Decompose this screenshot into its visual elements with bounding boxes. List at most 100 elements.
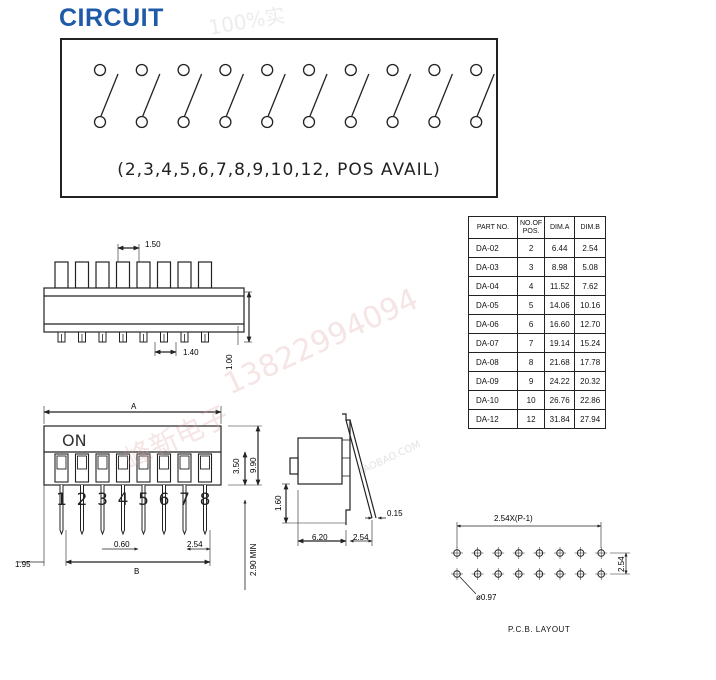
pcb-hole <box>451 568 463 580</box>
on-label: ON <box>62 431 87 450</box>
actuator <box>136 261 151 289</box>
front-pin <box>162 485 166 536</box>
pcb-hole <box>492 547 505 559</box>
switch-number: 7 <box>179 490 190 510</box>
actuator <box>95 261 110 289</box>
table-cell: 6.44 <box>544 238 576 258</box>
table-cell: 27.94 <box>574 409 607 429</box>
table-header-cell: PART NO. <box>468 216 518 239</box>
switch-symbol <box>93 63 119 129</box>
table-cell: 24.22 <box>544 371 576 391</box>
slider-knob <box>77 455 87 470</box>
table-cell: 19.14 <box>544 333 576 353</box>
svg-text:TAOBAO.COM: TAOBAO.COM <box>356 439 423 478</box>
front-pin <box>121 485 125 536</box>
pcb-hole <box>471 568 484 580</box>
table-cell: 6 <box>516 314 546 334</box>
actuator <box>115 261 131 289</box>
front-pin <box>80 485 84 536</box>
dim-1-50-label: 1.50 <box>145 240 161 249</box>
slider-knob <box>159 455 169 470</box>
table-header-cell: DIM.A <box>544 216 576 239</box>
dim-1-40-label: 1.40 <box>183 348 199 357</box>
switch-symbol <box>302 63 328 129</box>
pcb-hole <box>492 568 505 580</box>
pcb-pitch-label: 2.54X(P-1) <box>494 514 533 523</box>
switch-symbol <box>386 63 412 129</box>
table-header-cell: DIM.B <box>574 216 607 239</box>
front-pin <box>100 485 105 536</box>
dim-1-60-label: 1.60 <box>274 495 283 511</box>
switch-number: 5 <box>138 490 149 510</box>
side-dim-2-54-label: 2.54 <box>353 533 369 542</box>
slider-knob <box>200 455 210 470</box>
table-cell: DA-03 <box>468 257 518 277</box>
table-cell: 20.32 <box>574 371 607 391</box>
table-cell: 16.60 <box>544 314 576 334</box>
switch-number: 2 <box>77 490 88 510</box>
table-cell: 2.54 <box>574 238 607 258</box>
slider-knob <box>138 455 149 470</box>
pcb-hole <box>471 547 484 559</box>
table-cell: 4 <box>516 276 546 296</box>
table-cell: 26.76 <box>544 390 576 410</box>
slider-knob <box>97 455 108 470</box>
circuit-switch-symbols <box>93 63 495 129</box>
table-cell: 10.16 <box>574 295 607 315</box>
front-pin <box>141 485 146 536</box>
pcb-hole <box>595 568 608 580</box>
switch-symbol <box>344 63 370 129</box>
circuit-heading: CIRCUIT <box>59 4 164 32</box>
front-pin <box>182 485 187 536</box>
table-cell: 2 <box>516 238 546 258</box>
switch-symbol <box>177 63 203 129</box>
slider-knob <box>56 455 67 470</box>
pcb-layout-caption: P.C.B. LAYOUT <box>508 625 571 634</box>
switch-symbol <box>428 63 454 129</box>
table-cell: 7 <box>516 333 546 353</box>
pcb-hole <box>595 547 608 559</box>
table-cell: DA-10 <box>468 390 518 410</box>
dim-2-54-label: 2.54 <box>187 540 203 549</box>
pcb-hole <box>574 547 587 559</box>
actuator <box>156 261 172 289</box>
actuator <box>54 261 69 289</box>
hole-diameter-label: ø0.97 <box>476 593 497 602</box>
table-header-cell: NO.OF POS. <box>516 216 546 239</box>
table-cell: 8 <box>516 352 546 372</box>
table-cell: 5 <box>516 295 546 315</box>
slider-knob <box>179 455 190 470</box>
switch-number: 8 <box>200 490 211 510</box>
table-cell: DA-06 <box>468 314 518 334</box>
pcb-hole <box>451 547 463 559</box>
table-cell: DA-04 <box>468 276 518 296</box>
switch-symbol <box>470 63 495 129</box>
table-cell: DA-05 <box>468 295 518 315</box>
pcb-hole <box>533 568 546 580</box>
actuator <box>74 261 90 289</box>
table-cell: 22.86 <box>574 390 607 410</box>
switch-number: 1 <box>56 490 67 510</box>
pcb-hole <box>533 547 546 559</box>
switch-symbol <box>219 63 245 129</box>
pcb-hole <box>574 568 587 580</box>
table-cell: 5.08 <box>574 257 607 277</box>
dim-0-60-label: 0.60 <box>114 540 130 549</box>
dim-2-90-label: 2.90 MIN <box>249 543 258 576</box>
table-cell: 3 <box>516 257 546 277</box>
slider-knob <box>118 455 128 470</box>
table-cell: 15.24 <box>574 333 607 353</box>
actuator <box>197 261 213 289</box>
positions-available-note: (2,3,4,5,6,7,8,9,10,12, POS AVAIL) <box>117 160 441 180</box>
dim-1-95-label: 1.95 <box>15 560 31 569</box>
